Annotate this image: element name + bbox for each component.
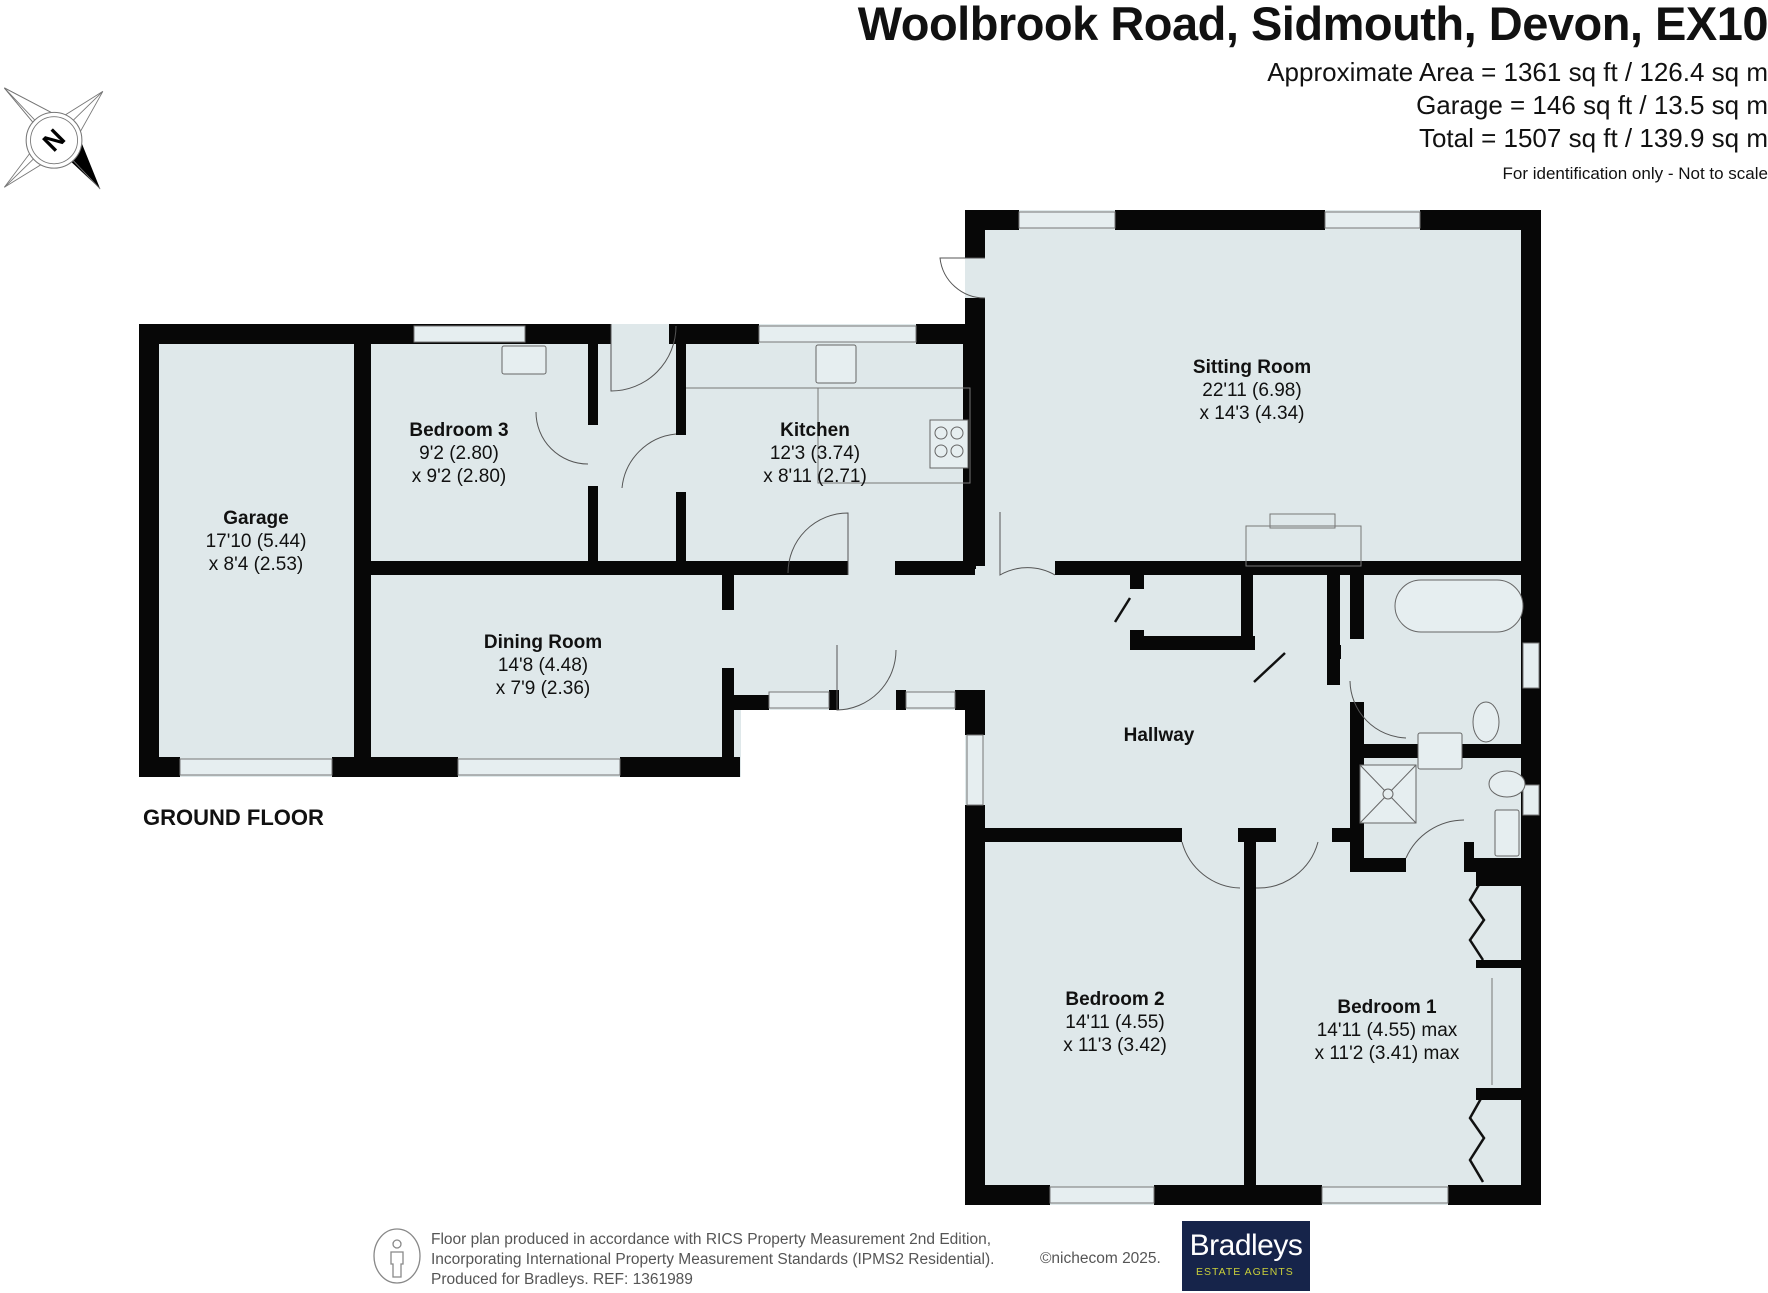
room-label-kitchen: Kitchen 12'3 (3.74) x 8'11 (2.71) [763, 420, 867, 487]
room-label-bedroom-1: Bedroom 1 14'11 (4.55) max x 11'2 (3.41)… [1314, 997, 1460, 1064]
bradleys-logo: Bradleys ESTATE AGENTS [1182, 1221, 1310, 1291]
logo-name: Bradleys [1189, 1229, 1303, 1262]
compass-rose-icon: N [4, 87, 104, 190]
scale-disclaimer: For identification only - Not to scale [1502, 164, 1768, 183]
garage-area: Garage = 146 sq ft / 13.5 sq m [1416, 90, 1768, 120]
copyright: ©nichecom 2025. [1040, 1250, 1161, 1267]
room-label-bedroom-3: Bedroom 3 9'2 (2.80) x 9'2 (2.80) [409, 420, 509, 487]
floor-label: GROUND FLOOR [143, 805, 324, 830]
property-address-title: Woolbrook Road, Sidmouth, Devon, EX10 [857, 0, 1768, 50]
room-label-dining-room: Dining Room 14'8 (4.48) x 7'9 (2.36) [483, 632, 603, 699]
room-label-sitting-room: Sitting Room 22'11 (6.98) x 14'3 (4.34) [1192, 357, 1312, 424]
area-summary: Approximate Area = 1361 sq ft / 126.4 sq… [1267, 56, 1768, 155]
total-area: Total = 1507 sq ft / 139.9 sq m [1418, 123, 1768, 153]
logo-tagline: ESTATE AGENTS [1196, 1266, 1294, 1278]
person-icon [373, 1228, 421, 1284]
room-label-bedroom-2: Bedroom 2 14'11 (4.55) x 11'3 (3.42) [1063, 989, 1167, 1056]
room-label-garage: Garage 17'10 (5.44) x 8'4 (2.53) [205, 508, 307, 575]
room-label-hallway: Hallway [1123, 725, 1195, 746]
approximate-area: Approximate Area = 1361 sq ft / 126.4 sq… [1267, 57, 1768, 87]
rics-statement: Floor plan produced in accordance with R… [431, 1231, 995, 1288]
footer: Floor plan produced in accordance with R… [370, 1221, 1170, 1293]
